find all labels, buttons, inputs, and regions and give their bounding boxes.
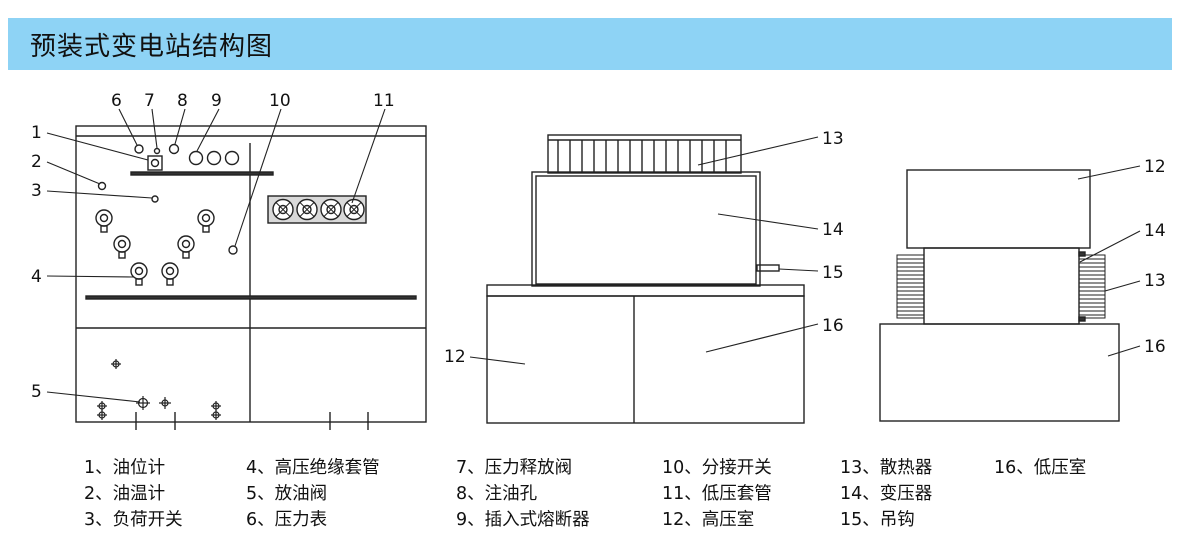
radiator-left xyxy=(896,254,925,319)
load-switch xyxy=(151,195,159,203)
legend-item: 1、油位计 xyxy=(84,458,166,478)
legend-column-3: 7、压力释放阀 8、注油孔 9、插入式熔断器 xyxy=(456,455,590,533)
radiator-fins-top xyxy=(547,134,742,174)
legend-item: 9、插入式熔断器 xyxy=(456,510,590,530)
lv-room-box xyxy=(879,323,1120,422)
lv-bushing-panel xyxy=(267,195,367,224)
legend-column-2: 4、高压绝缘套管 5、放油阀 6、压力表 xyxy=(246,455,380,533)
plug-in-fuse-2 xyxy=(206,150,222,166)
label-3: 3 xyxy=(31,181,42,201)
label-13-end: 13 xyxy=(1144,271,1166,291)
label-2: 2 xyxy=(31,152,42,172)
legend-column-6: 16、低压室 xyxy=(994,455,1086,481)
hv-bushing xyxy=(177,235,195,259)
oil-filling-hole xyxy=(168,143,180,155)
middle-shelf xyxy=(85,295,417,300)
legend-item: 13、散热器 xyxy=(840,458,933,478)
legend-item: 12、高压室 xyxy=(662,510,755,530)
side-view xyxy=(469,134,819,424)
oil-level-gauge xyxy=(147,155,163,171)
plug-in-fuse-3 xyxy=(224,150,240,166)
end-view xyxy=(879,165,1141,422)
hv-room-box xyxy=(906,169,1091,249)
legend-item: 5、放油阀 xyxy=(246,484,328,504)
diagram-title: 预装式变电站结构图 xyxy=(30,32,274,62)
label-15: 15 xyxy=(822,263,844,283)
tap-changer xyxy=(228,245,238,255)
legend-item: 2、油温计 xyxy=(84,484,166,504)
front-view xyxy=(46,108,427,430)
lifting-hook xyxy=(756,264,780,272)
oil-level-gauge-center xyxy=(150,158,160,168)
label-5: 5 xyxy=(31,382,42,402)
label-9: 9 xyxy=(211,91,222,111)
label-8: 8 xyxy=(177,91,188,111)
transformer-box xyxy=(923,247,1080,325)
label-12-end: 12 xyxy=(1144,157,1166,177)
label-12-side: 12 xyxy=(444,347,466,367)
label-4: 4 xyxy=(31,267,42,287)
transformer-body xyxy=(531,171,761,287)
label-7: 7 xyxy=(144,91,155,111)
oil-temp-gauge xyxy=(97,181,107,191)
label-14-side: 14 xyxy=(822,220,844,240)
hv-bushing xyxy=(197,209,215,233)
legend-item: 14、变压器 xyxy=(840,484,933,504)
legend-column-4: 10、分接开关 11、低压套管 12、高压室 xyxy=(662,455,772,533)
plug-in-fuse-1 xyxy=(188,150,204,166)
legend-item: 3、负荷开关 xyxy=(84,510,183,530)
radiator-right xyxy=(1078,254,1106,319)
label-16-side: 16 xyxy=(822,316,844,336)
label-6: 6 xyxy=(111,91,122,111)
hv-bushing xyxy=(161,262,179,286)
legend-item: 15、吊钩 xyxy=(840,510,915,530)
label-13-side: 13 xyxy=(822,129,844,149)
legend-column-1: 1、油位计 2、油温计 3、负荷开关 xyxy=(84,455,183,533)
legend-item: 4、高压绝缘套管 xyxy=(246,458,380,478)
callout-numbers: 1 2 3 4 5 6 7 8 9 10 11 13 14 15 16 12 1… xyxy=(31,91,1166,402)
label-10: 10 xyxy=(269,91,291,111)
pressure-gauge xyxy=(134,144,144,154)
hv-bushing xyxy=(95,209,113,233)
leader-lines-end xyxy=(1077,165,1141,357)
drain-valve xyxy=(97,359,221,420)
legend-item: 10、分接开关 xyxy=(662,458,772,478)
legend-item: 7、压力释放阀 xyxy=(456,458,573,478)
leader-lines-front xyxy=(46,108,386,403)
legend-item: 8、注油孔 xyxy=(456,484,538,504)
legend-item: 6、压力表 xyxy=(246,510,328,530)
label-16-end: 16 xyxy=(1144,337,1166,357)
legend-item: 16、低压室 xyxy=(994,458,1087,478)
label-11: 11 xyxy=(373,91,395,111)
pressure-relief-valve xyxy=(153,147,161,155)
label-14-end: 14 xyxy=(1144,221,1166,241)
legend-column-5: 13、散热器 14、变压器 15、吊钩 xyxy=(840,455,932,533)
base-chambers xyxy=(486,295,805,424)
legend-item: 11、低压套管 xyxy=(662,484,772,504)
leader-lines-side xyxy=(469,136,819,365)
hv-bushing xyxy=(113,235,131,259)
front-view-outline xyxy=(75,125,427,423)
title-banner: 预装式变电站结构图 xyxy=(8,18,1172,70)
hv-bushing xyxy=(130,262,148,286)
label-1: 1 xyxy=(31,123,42,143)
upper-shelf xyxy=(130,171,274,176)
